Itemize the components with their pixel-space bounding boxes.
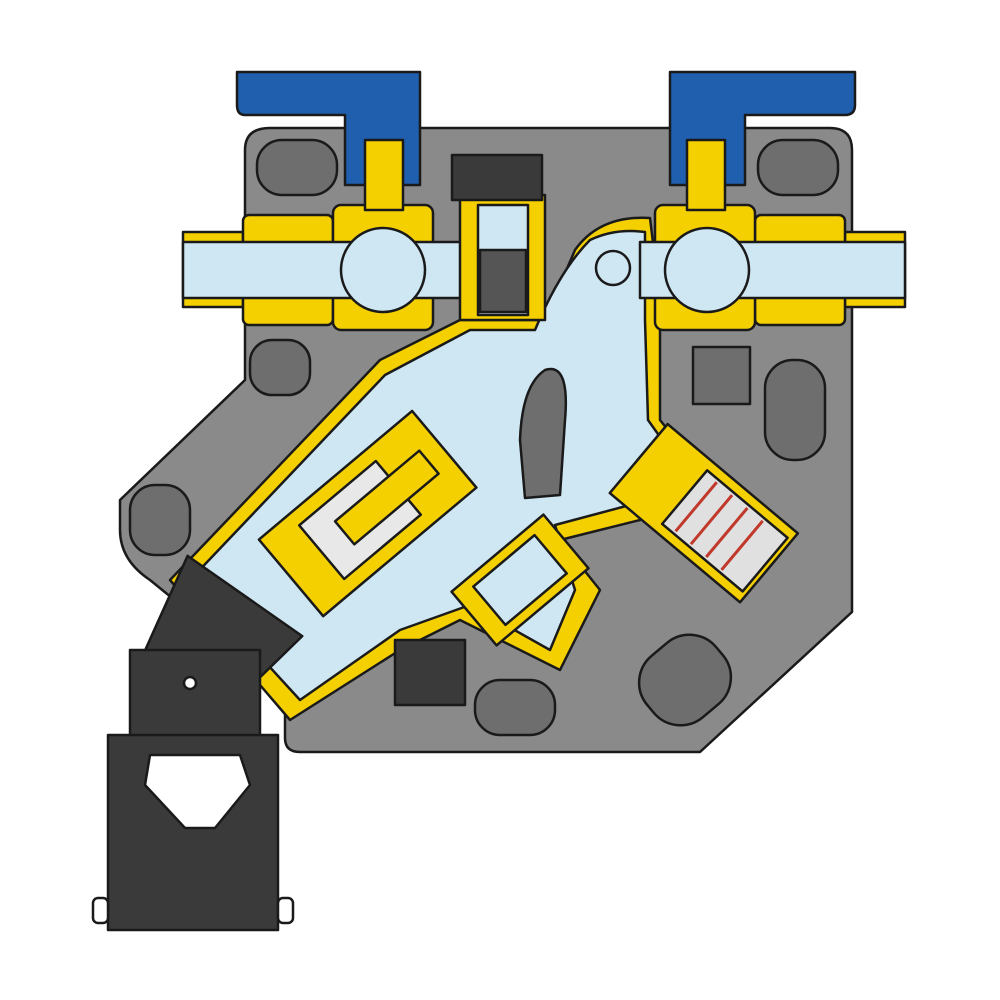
actuator-screw bbox=[182, 675, 198, 691]
spring-coil bbox=[689, 494, 734, 546]
check-valve-1-stem bbox=[333, 449, 440, 546]
test-cap-top bbox=[450, 153, 544, 202]
actuator-pin bbox=[276, 896, 295, 925]
body-pocket bbox=[248, 338, 312, 397]
relief-valve-spring bbox=[660, 469, 789, 593]
body-pocket bbox=[473, 678, 557, 737]
body-pocket bbox=[255, 138, 339, 197]
body-pocket bbox=[128, 483, 192, 557]
spring-coil bbox=[720, 519, 764, 571]
check-valve-2-body bbox=[472, 533, 568, 627]
left-valve-stem bbox=[363, 138, 405, 212]
right-ball bbox=[663, 226, 751, 314]
spring-coil bbox=[705, 507, 749, 558]
inner-core bbox=[518, 367, 567, 500]
actuator-neck bbox=[128, 648, 262, 742]
body-pocket bbox=[756, 138, 840, 197]
test-cap-bottom bbox=[393, 638, 467, 707]
left-pipe-bore bbox=[181, 240, 475, 300]
body-pocket bbox=[763, 358, 827, 462]
strainer-mesh bbox=[478, 248, 528, 314]
square-port bbox=[691, 345, 752, 406]
right-valve-stem bbox=[685, 138, 727, 212]
body-pocket bbox=[637, 633, 733, 727]
actuator-window bbox=[143, 753, 252, 830]
spring-coil bbox=[674, 481, 718, 533]
actuator-pin bbox=[91, 896, 110, 925]
left-ball bbox=[339, 226, 427, 314]
port-hole bbox=[594, 249, 632, 287]
